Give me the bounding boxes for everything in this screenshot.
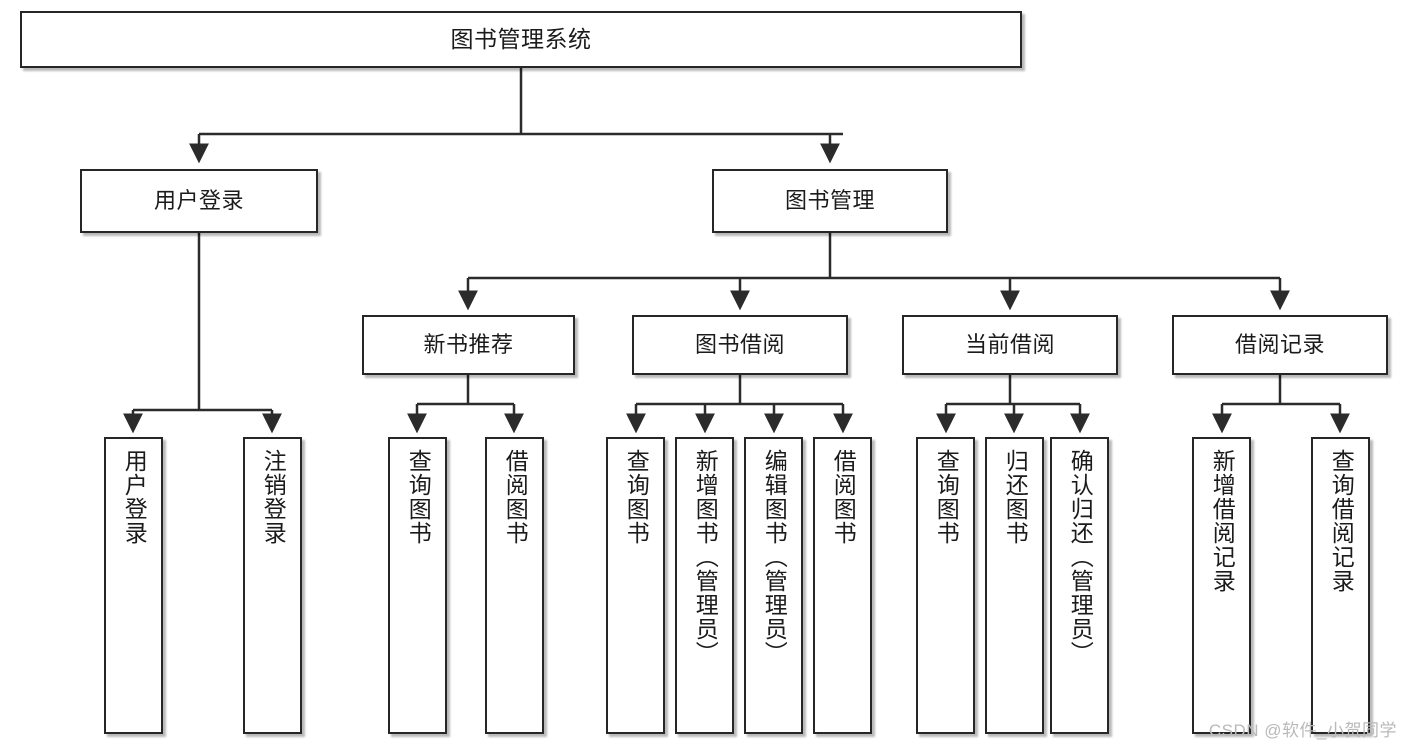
node-label: 归还图书 <box>1002 449 1029 545</box>
node-label: 用户登录 <box>153 188 244 214</box>
node-book-borrow[interactable]: 图书借阅 <box>632 315 848 375</box>
watermark-text: CSDN @软件_小贺同学 <box>1208 721 1397 740</box>
leaf-borrow-record-add[interactable]: 新增借阅记录 <box>1192 437 1251 734</box>
node-label: 图书管理系统 <box>450 25 592 52</box>
node-label: 注销登录 <box>260 449 287 545</box>
node-label: 新增图书（管理员） <box>692 449 719 665</box>
leaf-book-borrow-add[interactable]: 新增图书（管理员） <box>675 437 734 734</box>
node-label: 当前借阅 <box>964 332 1055 358</box>
leaf-user-login-logout[interactable]: 注销登录 <box>243 437 302 734</box>
node-label: 借阅记录 <box>1234 332 1325 358</box>
leaf-current-borrow-return[interactable]: 归还图书 <box>985 437 1044 734</box>
node-label: 借阅图书 <box>830 449 857 545</box>
node-current-borrow[interactable]: 当前借阅 <box>902 315 1118 375</box>
leaf-user-login-login[interactable]: 用户登录 <box>104 437 163 734</box>
node-label: 新增借阅记录 <box>1209 449 1236 593</box>
node-label: 借阅图书 <box>502 449 529 545</box>
node-root-system[interactable]: 图书管理系统 <box>20 11 1022 68</box>
node-label: 编辑图书（管理员） <box>761 449 788 665</box>
leaf-book-borrow-query[interactable]: 查询图书 <box>606 437 665 734</box>
node-label: 查询借阅记录 <box>1328 449 1355 593</box>
node-label: 查询图书 <box>933 449 960 545</box>
node-user-login[interactable]: 用户登录 <box>80 169 318 233</box>
node-borrow-record[interactable]: 借阅记录 <box>1172 315 1388 375</box>
leaf-current-borrow-confirm-return[interactable]: 确认归还（管理员） <box>1050 437 1109 734</box>
node-label: 图书借阅 <box>694 332 785 358</box>
leaf-current-borrow-query[interactable]: 查询图书 <box>916 437 975 734</box>
node-label: 查询图书 <box>623 449 650 545</box>
node-label: 确认归还（管理员） <box>1067 449 1094 665</box>
node-new-book-recommend[interactable]: 新书推荐 <box>362 315 575 375</box>
node-label: 图书管理 <box>784 188 875 214</box>
leaf-new-book-borrow[interactable]: 借阅图书 <box>485 437 544 734</box>
leaf-book-borrow-lend[interactable]: 借阅图书 <box>813 437 872 734</box>
node-label: 新书推荐 <box>423 332 514 358</box>
leaf-book-borrow-edit[interactable]: 编辑图书（管理员） <box>744 437 803 734</box>
node-label: 查询图书 <box>405 449 432 545</box>
node-book-management[interactable]: 图书管理 <box>712 169 948 233</box>
node-label: 用户登录 <box>121 449 148 545</box>
leaf-new-book-query[interactable]: 查询图书 <box>388 437 447 734</box>
leaf-borrow-record-query[interactable]: 查询借阅记录 <box>1311 437 1370 734</box>
